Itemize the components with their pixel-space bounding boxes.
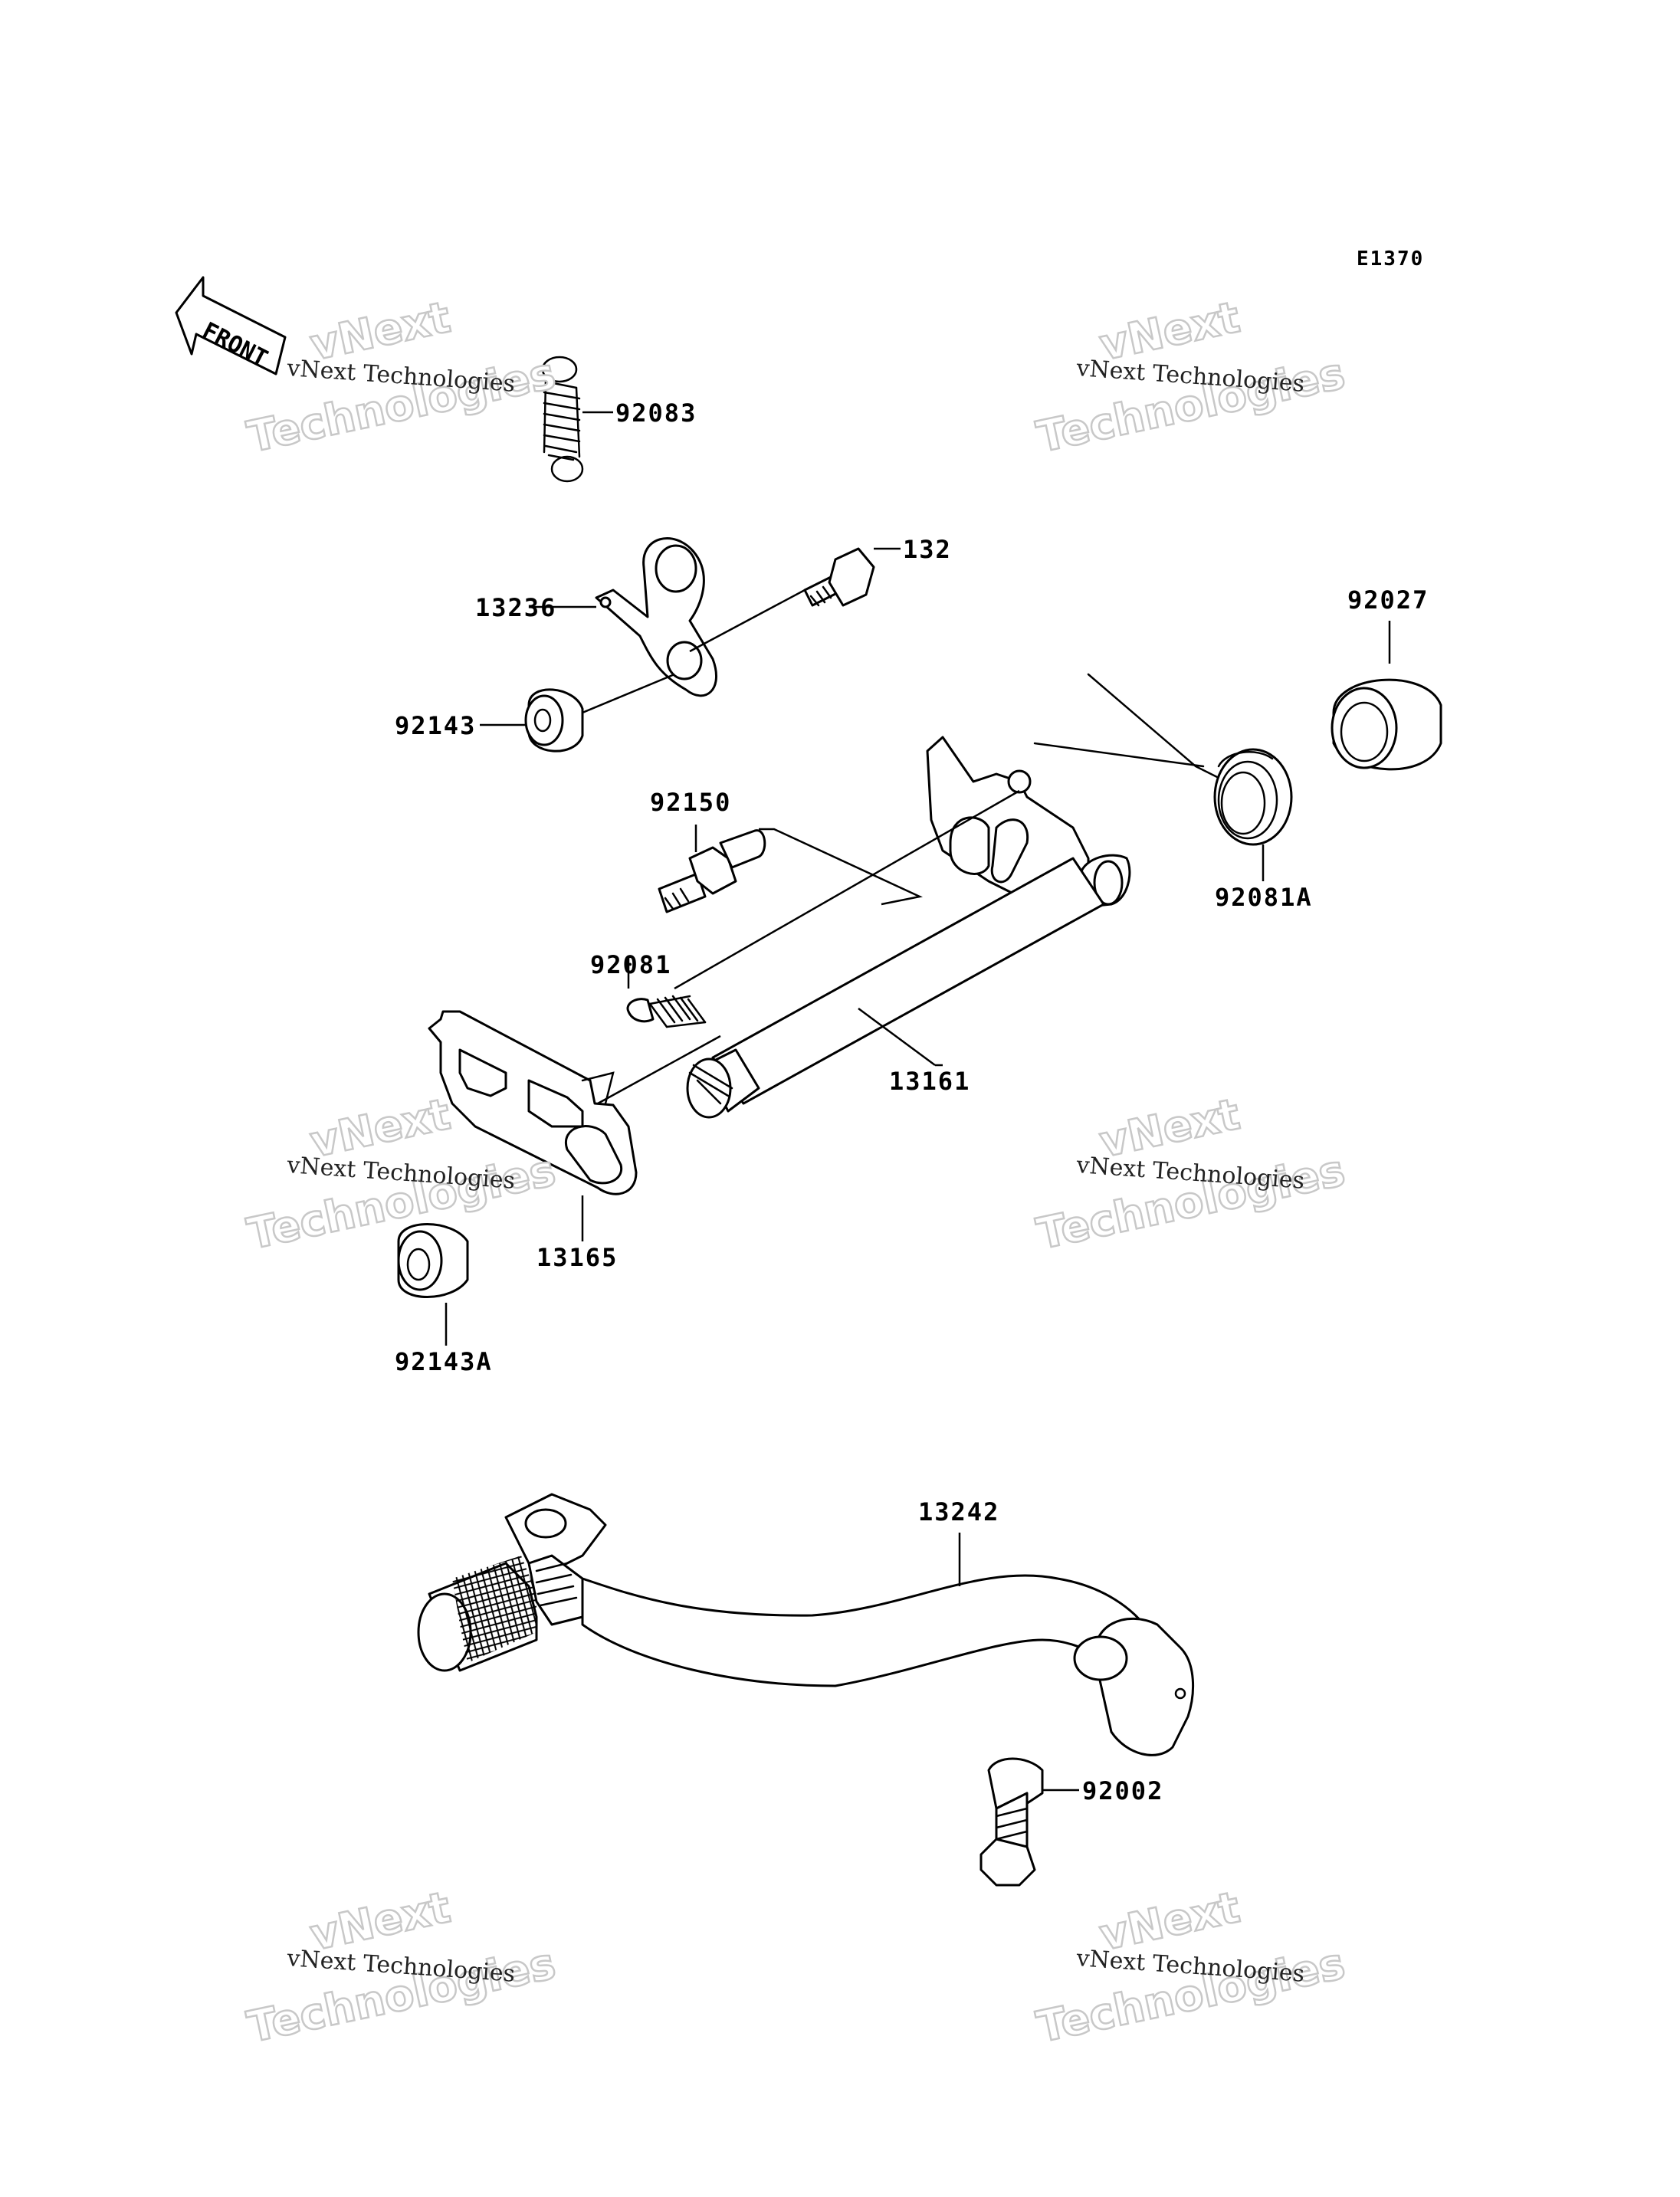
front-arrow-icon: FRONT [175,276,287,375]
label-92002: 92002 [1082,1776,1163,1805]
label-13165: 13165 [536,1243,618,1272]
washer-92143A-icon [397,1223,469,1298]
spring-92083-icon [541,356,584,483]
seal-92027-icon [1331,678,1442,771]
selector-plate-13165-icon [428,1010,638,1195]
washer-92143-icon [524,688,584,753]
plate-13236-icon [595,537,717,697]
watermark-bottom-left: vNext Technologies vNext Technologies [242,1882,560,2054]
watermark-mid-right: vNext Technologies vNext Technologies [1032,1089,1350,1261]
bolt-92002-icon [979,1757,1044,1887]
label-92143: 92143 [395,711,476,740]
label-92143A: 92143A [395,1347,493,1376]
bolt-132-icon [803,547,875,607]
spring-92081-icon [626,995,707,1028]
pin-bolt-92150-icon [658,829,766,913]
label-132: 132 [903,535,952,564]
diagram-code: E1370 [1357,248,1424,271]
label-92081A: 92081A [1215,883,1313,912]
watermark-top-right: vNext Technologies vNext Technologies [1032,292,1350,464]
watermark-top-left: vNext Technologies vNext Technologies [242,292,560,464]
label-92150: 92150 [650,788,731,817]
label-13236: 13236 [475,593,556,622]
torsion-spring-92081A-icon [1033,673,1293,846]
label-92027: 92027 [1347,585,1429,615]
watermark-bottom-right: vNext Technologies vNext Technologies [1032,1882,1350,2054]
label-92083: 92083 [615,398,697,428]
label-92081: 92081 [590,950,671,979]
shift-shaft-13161-icon [686,736,1131,1119]
label-13161: 13161 [889,1067,970,1096]
label-13242: 13242 [918,1497,999,1526]
shift-pedal-13242-icon [417,1493,1195,1756]
